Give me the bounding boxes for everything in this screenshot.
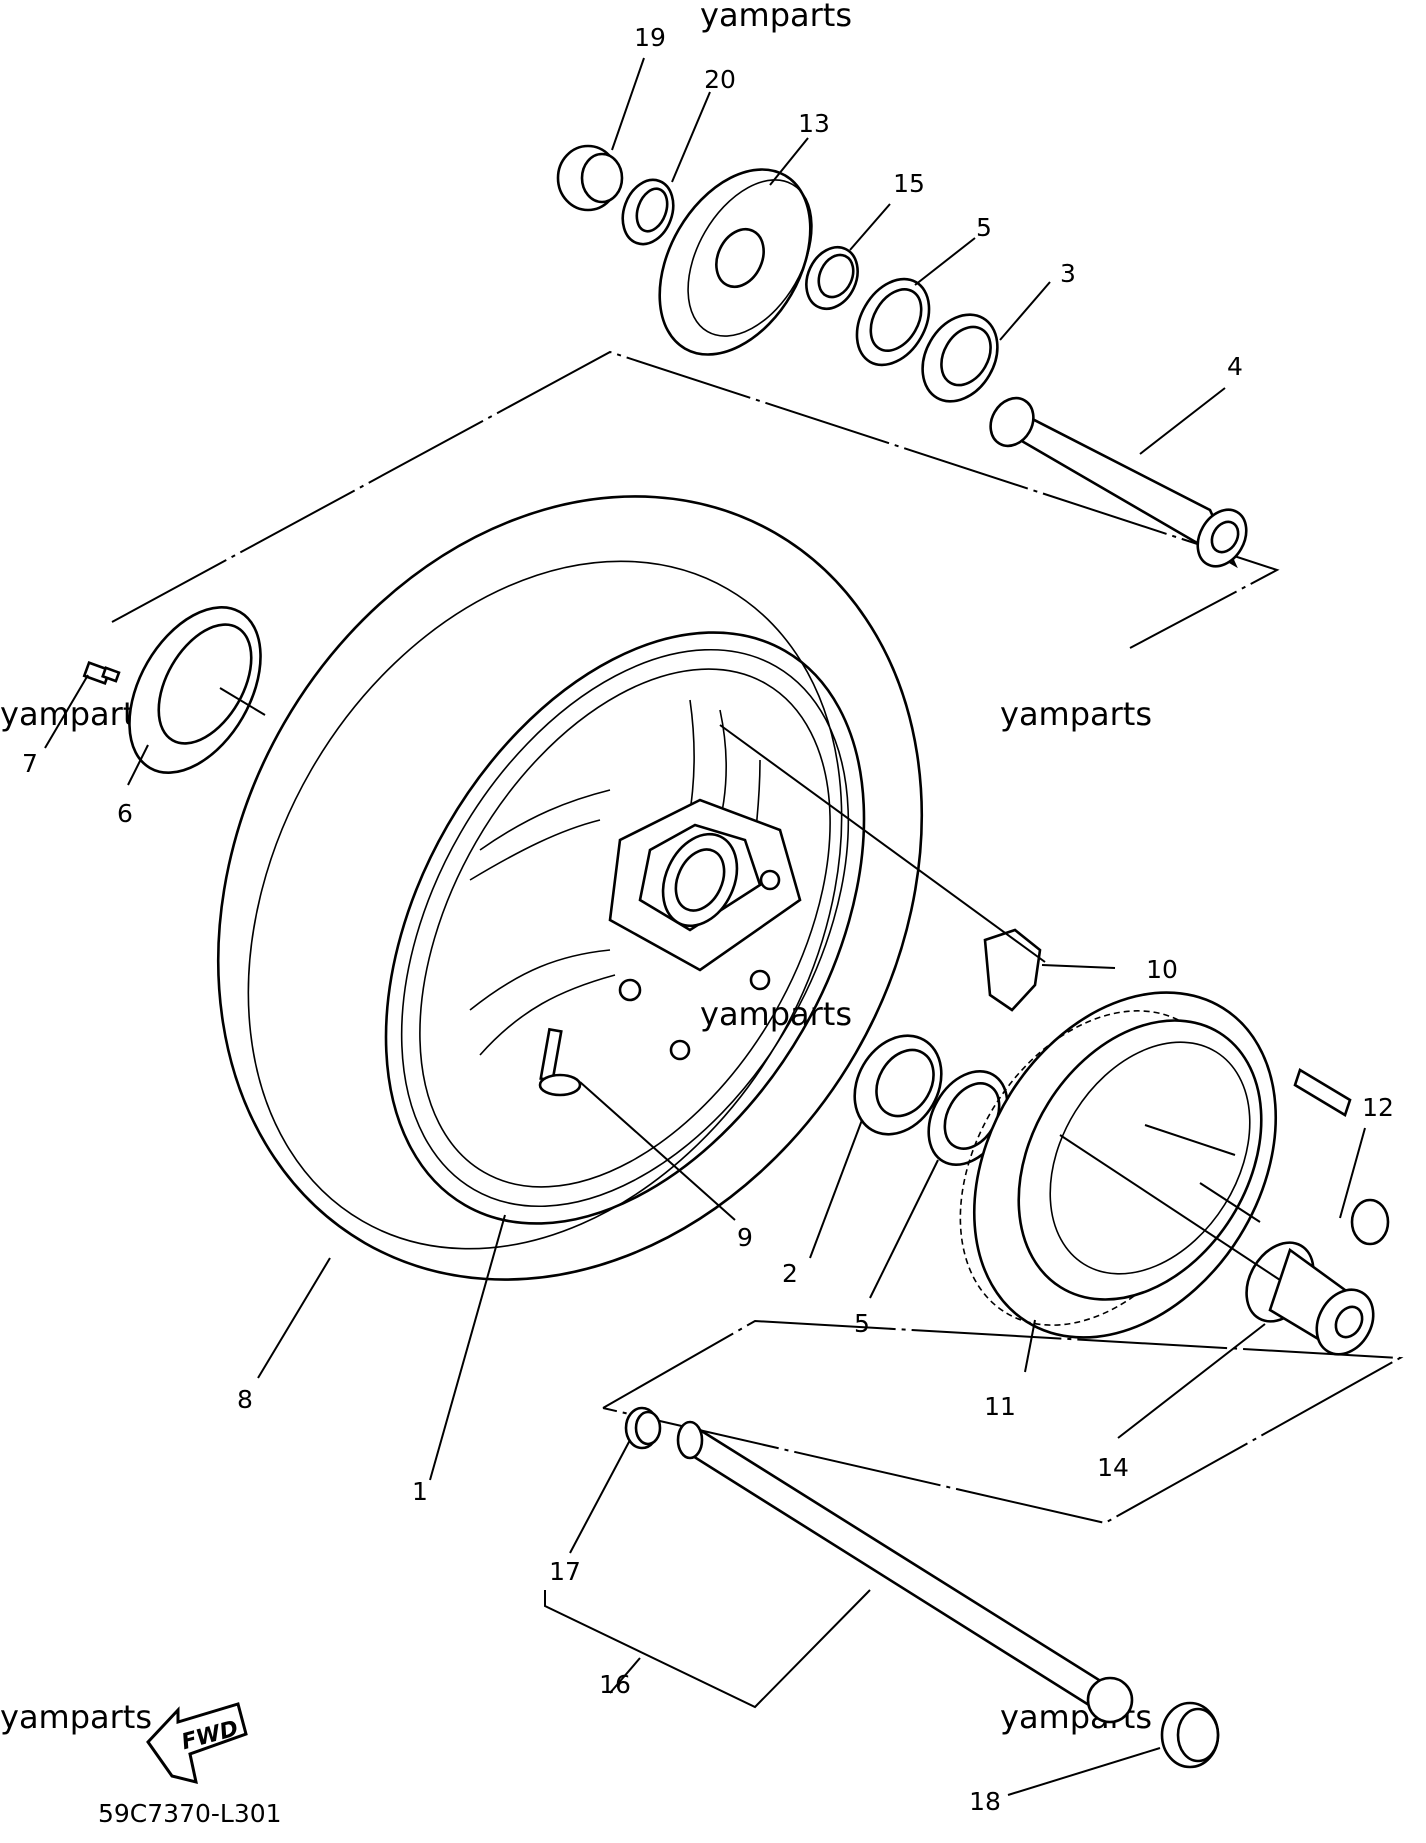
watermark: yamparts <box>700 0 852 34</box>
disc-plate <box>128 606 262 774</box>
tire-valve <box>538 1027 582 1097</box>
damper-10 <box>983 928 1042 1012</box>
callout-2: 2 <box>782 1259 798 1288</box>
pulley-11 <box>959 991 1278 1339</box>
watermark: yamparts <box>0 1698 152 1736</box>
callout-5-lower: 5 <box>854 1309 870 1338</box>
callout-7: 7 <box>22 749 38 778</box>
fwd-arrow-icon: FWD <box>146 1702 248 1785</box>
callout-5-upper: 5 <box>976 213 992 242</box>
watermark: yamparts <box>1000 695 1152 733</box>
callout-15: 15 <box>893 169 925 198</box>
callout-6: 6 <box>117 799 133 828</box>
callout-10: 10 <box>1146 955 1178 984</box>
callout-11: 11 <box>984 1392 1016 1421</box>
callout-19: 19 <box>634 23 666 52</box>
callout-16: 16 <box>599 1670 631 1699</box>
watermark: yamparts <box>700 995 852 1033</box>
callout-20: 20 <box>704 65 736 94</box>
callout-17: 17 <box>549 1557 581 1586</box>
assembly-boundary-lower <box>602 1319 1404 1525</box>
callout-13: 13 <box>798 109 830 138</box>
axle-16 <box>676 1420 1134 1724</box>
bearing-2 <box>853 1034 943 1136</box>
pulley-hub-14 <box>1245 1241 1375 1356</box>
diagram-code: 59C7370-L301 <box>98 1799 282 1828</box>
sprocket-cover-13 <box>658 168 813 356</box>
watermark: yamparts <box>0 695 152 733</box>
nut-19 <box>556 144 624 212</box>
callout-12: 12 <box>1362 1093 1394 1122</box>
bearing-3 <box>921 313 999 403</box>
bolt-7 <box>82 660 121 686</box>
callout-1: 1 <box>412 1477 428 1506</box>
washer-20 <box>621 178 675 246</box>
collar-15 <box>805 245 859 311</box>
callout-18: 18 <box>969 1787 1001 1816</box>
assembly-boundary-upper <box>111 350 1280 649</box>
spacer-4 <box>989 396 1248 569</box>
cap-17 <box>624 1406 662 1450</box>
callout-8: 8 <box>237 1385 253 1414</box>
seal-5-upper <box>855 277 931 367</box>
cap-18 <box>1160 1701 1220 1769</box>
callout-4: 4 <box>1227 352 1243 381</box>
callout-3: 3 <box>1060 259 1076 288</box>
leader-lines <box>44 57 1366 1796</box>
bolt-12 <box>1293 1068 1390 1246</box>
callout-14: 14 <box>1097 1453 1129 1482</box>
callout-9: 9 <box>737 1223 753 1252</box>
tire <box>216 495 924 1281</box>
wheel-hub <box>608 798 802 1061</box>
